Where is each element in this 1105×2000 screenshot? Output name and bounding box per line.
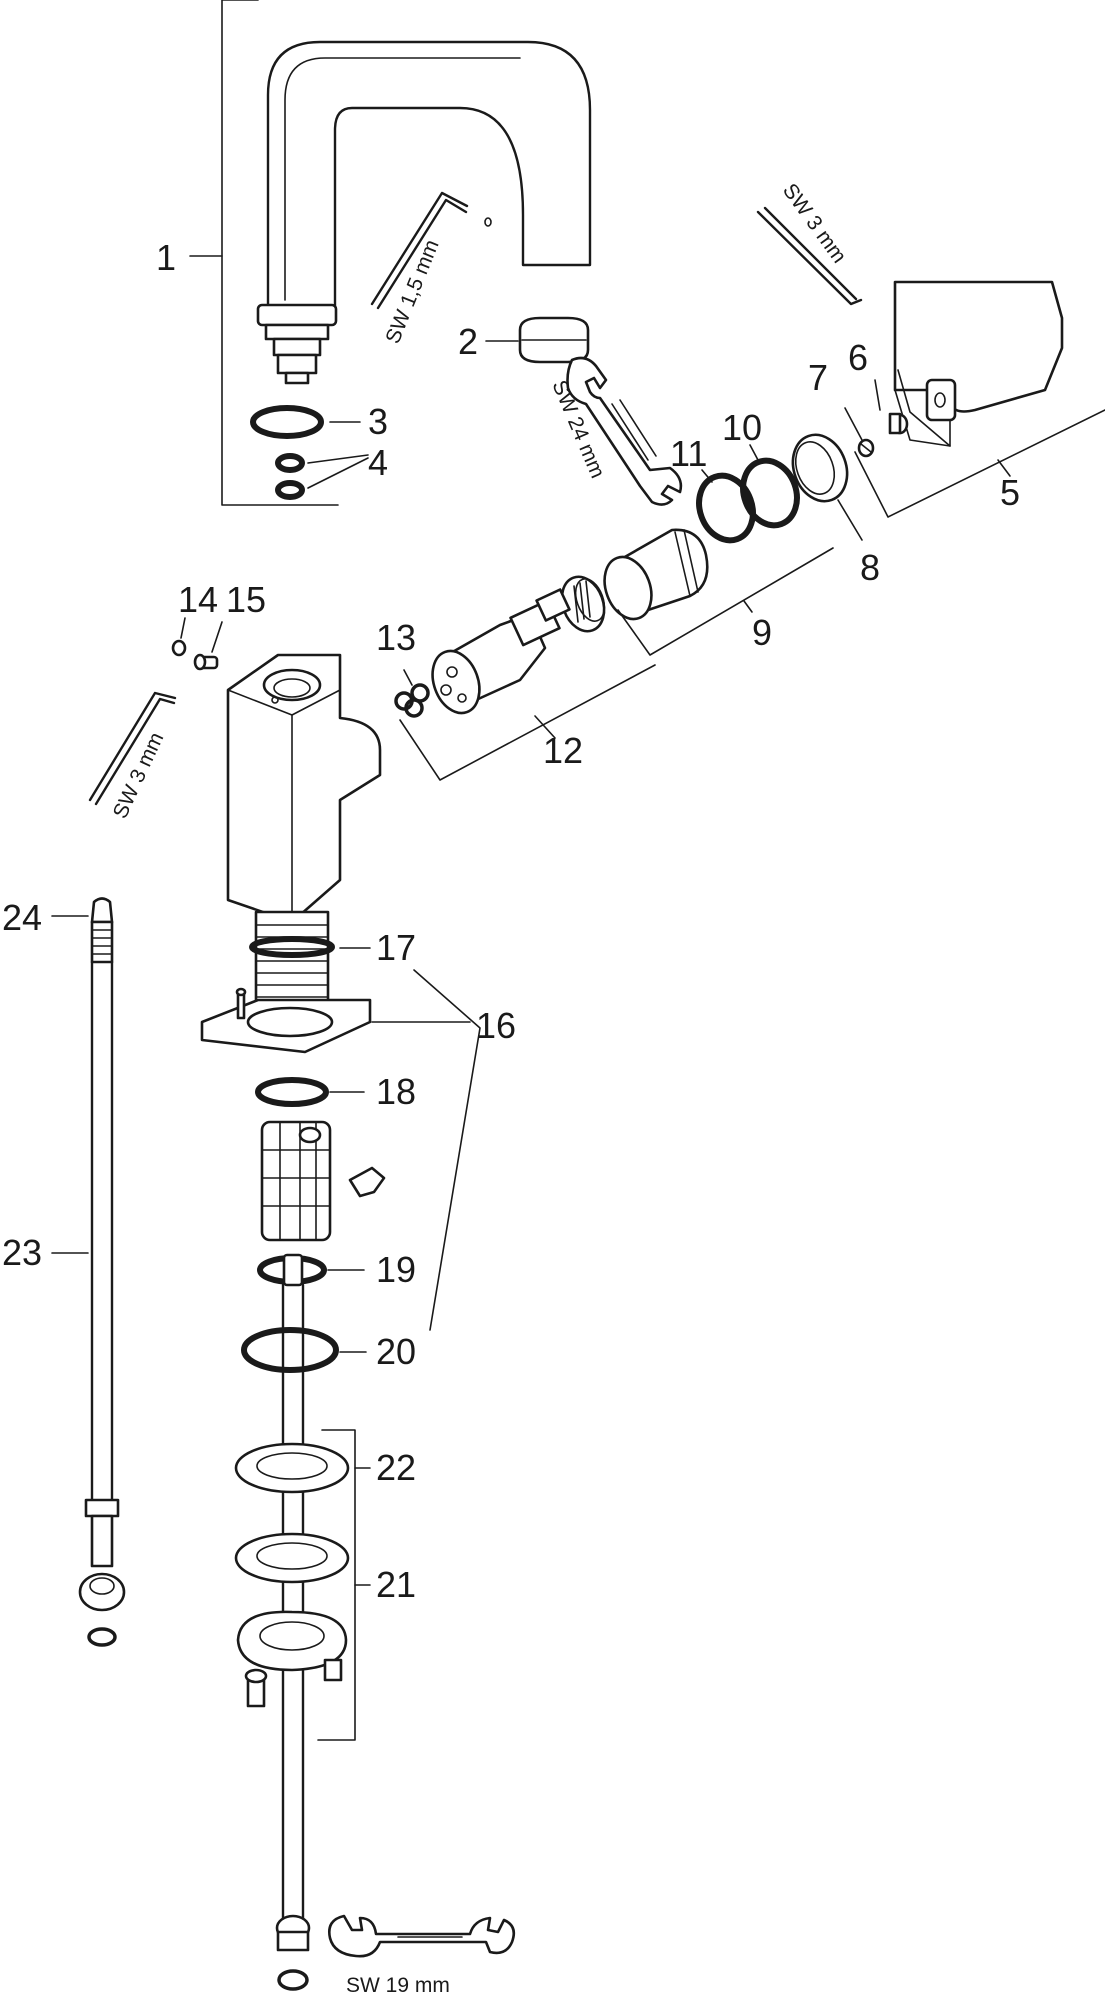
bracket-part-1 — [221, 0, 339, 506]
label-14: 14 — [178, 579, 218, 620]
sleeve-part-8 — [791, 433, 849, 503]
hex-key-3-left-icon — [88, 691, 177, 806]
label-19: 19 — [376, 1249, 416, 1290]
washer-part-22 — [234, 1442, 350, 1494]
o-ring-part-18 — [255, 1077, 329, 1107]
seals-part-13 — [394, 683, 430, 718]
grub-screw-part-14 — [171, 639, 187, 657]
hex-key-1-5-icon — [370, 191, 492, 310]
hex-key-3-left-label: SW 3 mm — [109, 729, 169, 822]
label-5: 5 — [1000, 472, 1020, 513]
threaded-nut — [560, 575, 606, 633]
label-11: 11 — [670, 433, 707, 474]
label-17: 17 — [376, 927, 416, 968]
label-24: 24 — [2, 897, 42, 938]
o-ring-part-11 — [696, 472, 756, 544]
bracket-part-5 — [854, 409, 1105, 518]
label-8: 8 — [860, 547, 880, 588]
seal-part-4a — [275, 453, 305, 473]
label-15: 15 — [226, 579, 266, 620]
threaded-shank — [254, 910, 330, 1014]
wrench-24-icon — [566, 356, 683, 506]
washer-part-21 — [234, 1532, 350, 1584]
label-22: 22 — [376, 1447, 416, 1488]
bracket-part-12 — [399, 664, 656, 781]
label-10: 10 — [722, 407, 762, 448]
supply-hose-center — [275, 1253, 311, 1991]
base-plate-part-16 — [200, 987, 372, 1054]
screw-part-15 — [193, 653, 219, 671]
label-6: 6 — [848, 337, 868, 378]
label-12: 12 — [543, 730, 583, 771]
seal-part-4b — [275, 480, 305, 500]
label-2: 2 — [458, 321, 478, 362]
label-18: 18 — [376, 1071, 416, 1112]
o-ring-part-3 — [250, 405, 324, 439]
handle-part-5 — [893, 280, 1064, 447]
housing-part-9 — [603, 528, 709, 621]
hex-key-3-top-label: SW 3 mm — [778, 179, 851, 267]
spout-part-1 — [256, 40, 592, 385]
washer-part-20 — [241, 1327, 339, 1373]
wrench-19-icon — [328, 1914, 516, 1958]
label-16: 16 — [476, 1005, 516, 1046]
label-3: 3 — [368, 401, 388, 442]
bracket-part-9 — [617, 547, 834, 656]
o-ring-part-17 — [249, 936, 335, 958]
insert-cage — [260, 1120, 386, 1242]
label-7: 7 — [808, 357, 828, 398]
screw-part-6 — [888, 412, 909, 435]
wrench-19-label: SW 19 mm — [346, 1974, 450, 1997]
o-ring-part-10 — [740, 457, 800, 529]
label-20: 20 — [376, 1331, 416, 1372]
label-13: 13 — [376, 617, 416, 658]
mounting-bracket-part-21 — [236, 1610, 348, 1708]
label-23: 23 — [2, 1232, 42, 1273]
cap-part-2 — [518, 316, 590, 364]
grub-screw-part-7 — [857, 438, 875, 458]
label-1: 1 — [156, 237, 176, 278]
label-4: 4 — [368, 442, 388, 483]
label-9: 9 — [752, 612, 772, 653]
label-21: 21 — [376, 1564, 416, 1605]
hex-key-3-top-icon — [756, 206, 863, 306]
supply-hose-part-23 — [78, 897, 126, 1647]
cartridge-part-12 — [431, 588, 571, 715]
mixer-body — [226, 653, 382, 924]
